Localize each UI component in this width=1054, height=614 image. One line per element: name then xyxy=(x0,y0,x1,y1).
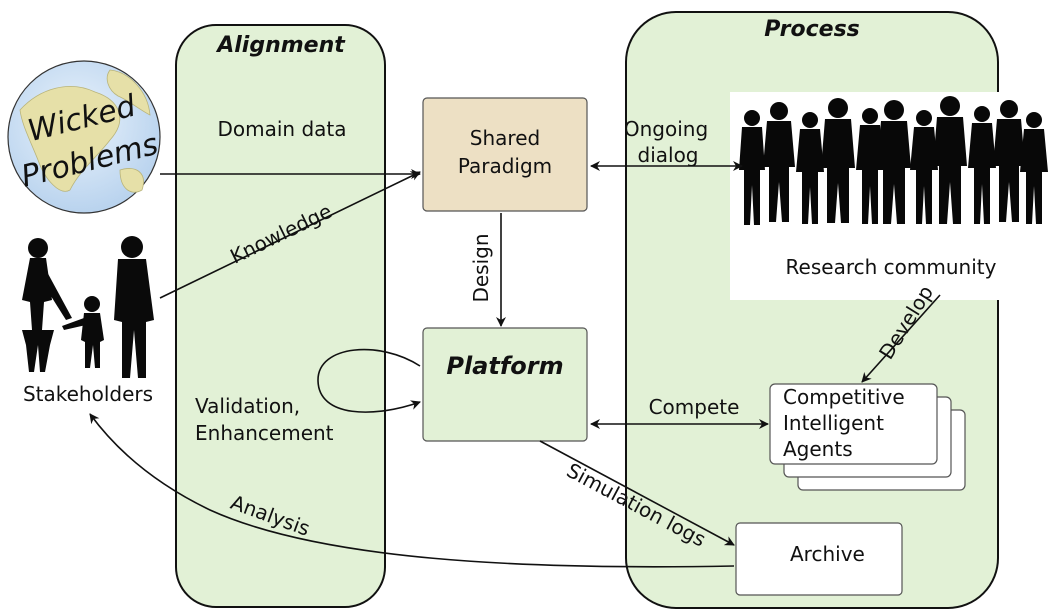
globe-icon: Wicked Problems xyxy=(7,60,162,214)
shared-paradigm-line2: Paradigm xyxy=(458,154,552,178)
alignment-lane xyxy=(175,24,386,608)
shared-paradigm-line1: Shared xyxy=(470,126,540,150)
process-lane-title: Process xyxy=(764,17,860,42)
alignment-lane-title: Alignment xyxy=(215,33,346,58)
analysis-arrow xyxy=(89,413,735,568)
compete-label: Compete xyxy=(649,395,740,419)
develop-arrow xyxy=(861,294,941,383)
shared-paradigm-box: Shared Paradigm xyxy=(422,97,588,212)
research-community-image: Research community xyxy=(730,92,1054,300)
stakeholders-label: Stakeholders xyxy=(23,382,153,406)
validation-line2: Enhancement xyxy=(195,421,334,445)
ongoing-dialog-line2: dialog xyxy=(638,143,699,167)
competitive-agents-stack: Competitive Intelligent Agents xyxy=(769,383,966,491)
archive-label: Archive xyxy=(790,542,865,566)
ongoing-dialog-line1: Ongoing xyxy=(624,117,708,141)
validation-loop-arrow xyxy=(317,348,421,413)
agents-line2: Intelligent xyxy=(783,411,884,435)
validation-line1: Validation, xyxy=(195,394,300,418)
stakeholders-icon xyxy=(22,236,154,378)
agents-line1: Competitive xyxy=(783,385,905,409)
platform-box: Platform xyxy=(422,327,588,442)
agents-line3: Agents xyxy=(783,437,853,461)
design-label: Design xyxy=(469,233,493,302)
research-community-label: Research community xyxy=(786,255,997,279)
domain-data-label: Domain data xyxy=(217,117,346,141)
archive-box: Archive xyxy=(735,522,903,596)
platform-label: Platform xyxy=(446,352,563,380)
knowledge-arrow xyxy=(159,171,421,299)
simulation-logs-arrow xyxy=(539,440,735,546)
